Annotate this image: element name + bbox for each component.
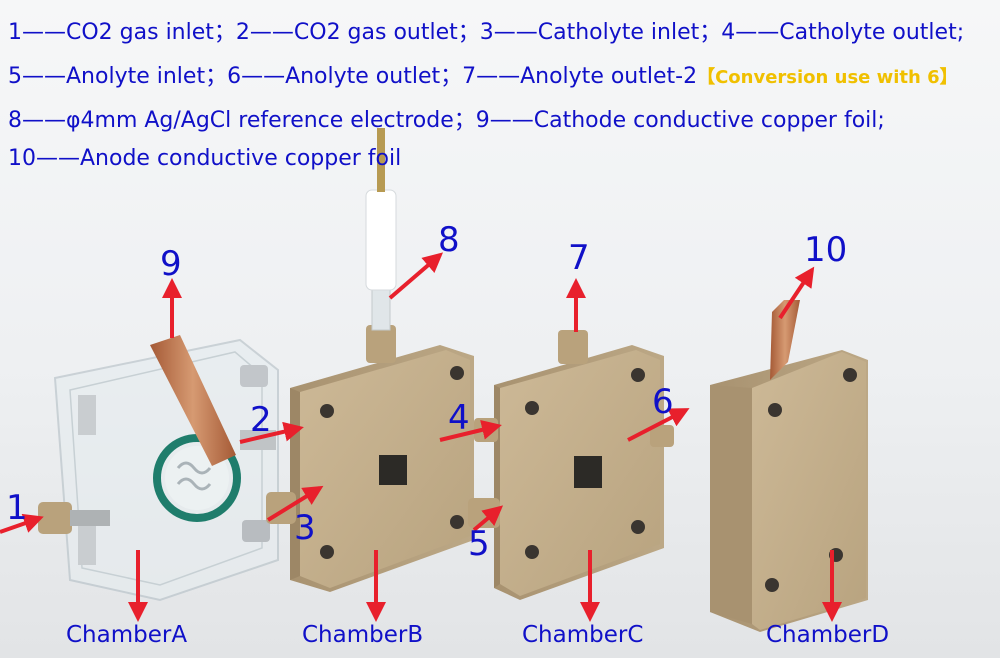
- legend-line-4: 10——Anode conductive copper foil: [8, 146, 402, 171]
- callout-arrows: [0, 252, 842, 622]
- legend-line-1: 1——CO2 gas inlet；2——CO2 gas outlet；3——Ca…: [8, 20, 965, 45]
- fitting-6: [650, 425, 674, 447]
- callout-2: 2: [250, 400, 272, 440]
- chamber-d-label: ChamberD: [766, 622, 890, 648]
- legend-line-2: 5——Anolyte inlet；6——Anolyte outlet；7——An…: [8, 58, 958, 90]
- chamber-a: [38, 335, 279, 602]
- fitting-1: [38, 502, 110, 534]
- callout-10: 10: [804, 230, 848, 270]
- callout-4: 4: [448, 398, 470, 438]
- reference-electrode: [365, 128, 397, 363]
- callout-3: 3: [294, 508, 316, 548]
- chamber-d: [710, 300, 868, 632]
- chamber-b-label: ChamberB: [302, 622, 424, 648]
- chamber-c: [468, 330, 674, 600]
- callout-1: 1: [6, 488, 28, 528]
- callout-8: 8: [438, 220, 460, 260]
- legend-line-2-main: 5——Anolyte inlet；6——Anolyte outlet；7——An…: [8, 64, 698, 89]
- chamber-b: [266, 128, 474, 592]
- legend-line-2-note: 【Conversion use with 6】: [697, 67, 958, 88]
- anode-copper-foil: [770, 300, 800, 380]
- chamber-c-label: ChamberC: [522, 622, 644, 648]
- callout-6: 6: [652, 382, 674, 422]
- callout-9: 9: [160, 244, 182, 284]
- chamber-a-label: ChamberA: [66, 622, 188, 648]
- fitting-7: [558, 330, 588, 364]
- legend-line-3: 8——φ4mm Ag/AgCl reference electrode；9——C…: [8, 108, 885, 133]
- callout-5: 5: [468, 524, 490, 564]
- callout-7: 7: [568, 238, 590, 278]
